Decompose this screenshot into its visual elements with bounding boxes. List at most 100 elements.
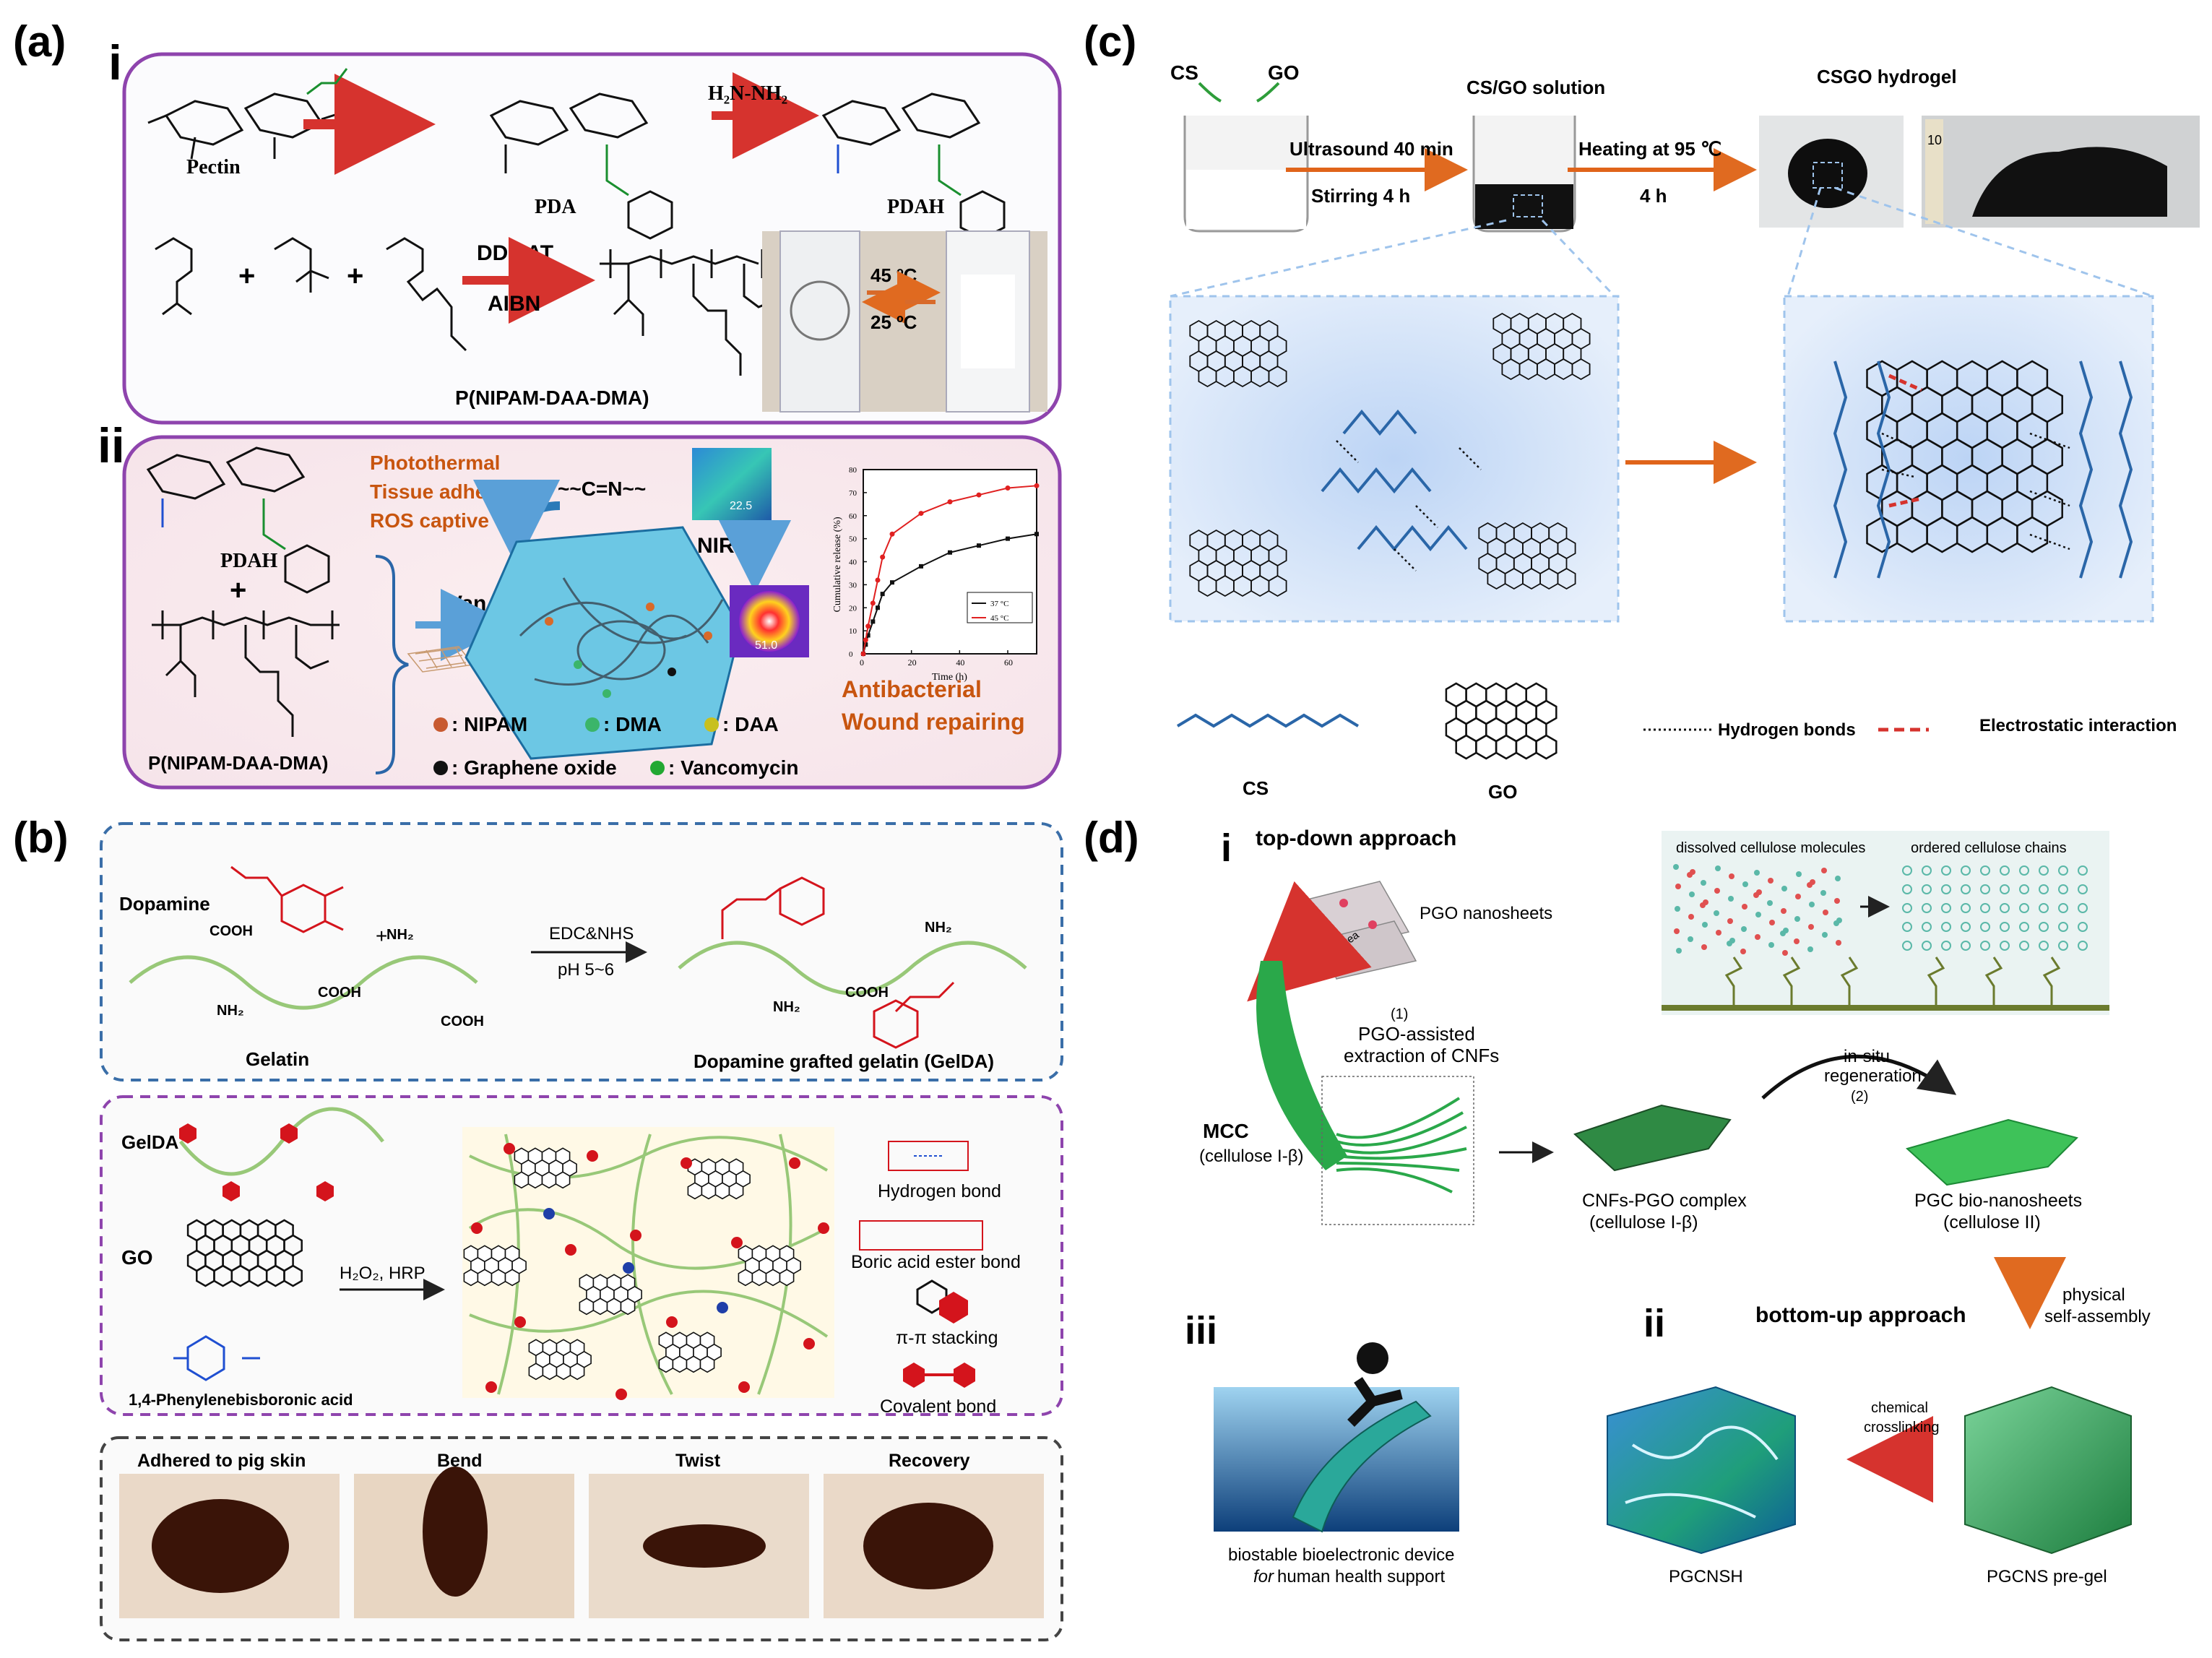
polymer-structure-2 [152,610,340,737]
chart-point [863,642,868,647]
go-sheet-network [579,1274,642,1316]
dopamine-green [306,68,348,95]
photo-bend: Bend [437,1451,483,1471]
hbond-hydrogel [2029,533,2070,550]
label-go-b: GO [121,1246,153,1269]
cellulose-dissolved-dot [1782,950,1788,956]
crosslink-red-dot [471,1222,483,1234]
go-sheet-b [186,1219,303,1287]
sub-label-a-ii: ii [98,418,125,473]
bond-boric: Boric acid ester bond [851,1252,1021,1272]
anchor-group [1840,957,1859,1008]
cooh-2: COOH [318,985,361,1001]
cooh-3: COOH [441,1014,484,1029]
chart-point [870,619,876,624]
panel-label-a: (a) [13,17,66,66]
label-extraction: extraction of CNFs [1344,1045,1499,1066]
chart-y-tick-label: 30 [849,581,857,590]
hbond-hydrogel [1881,432,1915,449]
cellulose-dissolved-dot [1701,880,1706,886]
chart-y-axis-label: Cumulative release (%) [832,517,843,613]
cellulose-ordered-ring [2078,922,2088,932]
cellulose-ordered-ring [2019,884,2029,894]
cellulose-ordered-ring [2078,884,2088,894]
label-regen: regeneration [1824,1066,1922,1086]
go-sheet-network [658,1331,722,1373]
prop-ros: ROS captive [370,509,489,532]
legend-cs-chain [1176,713,1360,728]
hbond-hydrogel [2029,432,2070,449]
box-b-photos [100,1436,1063,1641]
cooh-1: COOH [209,923,253,939]
prop-adhesive: Tissue adhesive [370,480,526,503]
legend-dma: : DMA [603,713,662,735]
cs-chain-hydrogel [1833,360,1848,579]
label-ph: pH 5~6 [558,960,614,980]
gelda-hex-markers [179,1123,334,1201]
label-cs-top: CS [1170,61,1198,84]
pgcnsh-cube [1607,1386,1796,1555]
cellulose-ordered-ring [2078,903,2088,913]
cellulose-ordered-ring [2019,922,2029,932]
hbond-hydrogel [1881,468,1915,478]
cellulose-dissolved-dot [1783,928,1789,933]
zoom-line-4 [1834,186,2153,298]
chart-point [880,554,886,560]
vial-gel-white [961,275,1015,368]
hydrogel-dots [545,603,712,698]
cellulose-dissolved-dot [1767,900,1773,906]
cellulose-dissolved-dot [1808,924,1814,930]
anchor-group [1782,957,1801,1008]
cellulose-dissolved-dot [1754,870,1760,876]
cellulose-ordered-ring [1902,865,1912,876]
go-sheet-solution [1492,312,1591,381]
polymer-structure [600,249,777,376]
mcc-fiber [1256,961,1347,1170]
hbond-solution [1415,505,1438,528]
crosslink-red-dot [485,1381,497,1393]
cellulose-ordered-ring [1980,941,1990,951]
plus-1: + [238,260,255,292]
cellulose-ordered-ring [2000,884,2010,894]
input-arrows [1198,82,1280,103]
bond-covalent: Covalent bond [880,1396,996,1417]
cellulose-dissolved-dot [1794,938,1800,944]
chart-point [876,605,880,610]
temp-low: 25 ºC [870,311,917,333]
chart-x-tick-label: 40 [956,657,964,668]
zoom-line-2 [1541,219,1616,298]
label-pgc: PGC bio-nanosheets [1914,1191,2082,1211]
cellulose-ordered-ring [2058,865,2068,876]
cellulose-dissolved-dot [1729,873,1734,879]
go-sheet-network [528,1339,592,1381]
cellulose-ordered-ring [1941,941,1951,951]
legend-go-c: GO [1488,781,1517,803]
gelda-catechol-1 [721,876,825,939]
label-step1: (1) [1391,1006,1408,1022]
crosslink-blue-dot [623,1262,634,1274]
label-mcc-sub: (cellulose I-β) [1199,1147,1304,1166]
go-sheet-solution [1189,529,1287,597]
label-go-top: GO [1268,61,1300,84]
gelatin-chain [129,955,478,1010]
pdah-structure-2 [146,446,330,594]
chart-point [880,592,885,597]
chart-point [870,600,876,606]
cellulose-dissolved-dot [1769,920,1775,925]
cellulose-dissolved-dot [1809,902,1815,907]
cellulose-dissolved-dot [1834,898,1840,904]
cellulose-dissolved-dot [1742,881,1748,887]
chart-y-tick-label: 10 [849,627,857,636]
chart-point [1005,485,1011,491]
cellulose-ordered-ring [1922,884,1932,894]
legend-daa: : DAA [722,713,779,735]
legend-vanco: : Vancomycin [668,756,799,779]
pbba-structure [173,1335,260,1381]
label-complex: CNFs-PGO complex [1582,1191,1747,1211]
reagent-hydrazine: H₂N-NH₂ [708,82,787,105]
cellulose-dissolved-dot [1675,906,1680,912]
label-nir: NIR [697,534,735,558]
cellulose-ordered-ring [2039,941,2049,951]
cellulose-dissolved-dot [1807,946,1813,952]
legend-daa-dot [704,717,719,732]
